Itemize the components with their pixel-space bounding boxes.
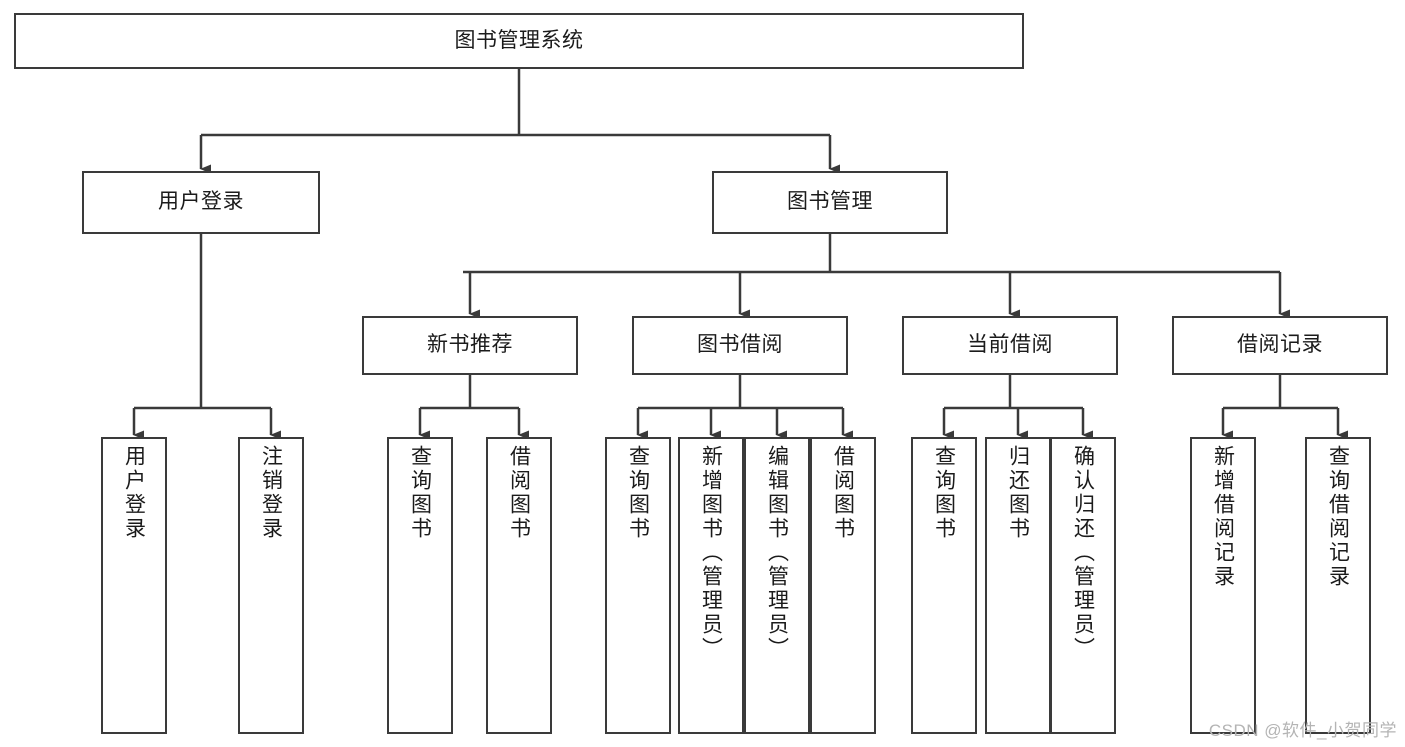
node-label: 确认归还（管理员） bbox=[1071, 445, 1095, 661]
node-label: 编辑图书（管理员） bbox=[765, 445, 789, 661]
leaf-leaf-query-book-1[interactable]: 查询图书 bbox=[387, 437, 453, 734]
leaf-leaf-add-book[interactable]: 新增图书（管理员） bbox=[678, 437, 744, 734]
node-book-borrow[interactable]: 图书借阅 bbox=[632, 316, 848, 375]
leaf-leaf-logout[interactable]: 注销登录 bbox=[238, 437, 304, 734]
node-label: 借阅记录 bbox=[1237, 333, 1323, 357]
node-current-borrow[interactable]: 当前借阅 bbox=[902, 316, 1118, 375]
node-borrow-record[interactable]: 借阅记录 bbox=[1172, 316, 1388, 375]
node-label: 查询图书 bbox=[408, 445, 432, 541]
leaf-leaf-borrow-book-1[interactable]: 借阅图书 bbox=[486, 437, 552, 734]
node-root[interactable]: 图书管理系统 bbox=[14, 13, 1024, 69]
node-label: 当前借阅 bbox=[967, 333, 1053, 357]
leaf-leaf-edit-book[interactable]: 编辑图书（管理员） bbox=[744, 437, 810, 734]
node-label: 查询图书 bbox=[932, 445, 956, 541]
leaf-leaf-user-login[interactable]: 用户登录 bbox=[101, 437, 167, 734]
node-label: 图书管理 bbox=[787, 190, 873, 214]
leaf-leaf-query-record[interactable]: 查询借阅记录 bbox=[1305, 437, 1371, 734]
leaf-leaf-query-book-3[interactable]: 查询图书 bbox=[911, 437, 977, 734]
node-label: 新增借阅记录 bbox=[1211, 445, 1235, 589]
node-new-book-rec[interactable]: 新书推荐 bbox=[362, 316, 578, 375]
node-label: 注销登录 bbox=[259, 445, 283, 541]
leaf-leaf-confirm-return[interactable]: 确认归还（管理员） bbox=[1050, 437, 1116, 734]
leaf-leaf-query-book-2[interactable]: 查询图书 bbox=[605, 437, 671, 734]
node-label: 用户登录 bbox=[122, 445, 146, 541]
node-label: 用户登录 bbox=[158, 190, 244, 214]
node-label: 图书管理系统 bbox=[454, 28, 584, 52]
leaf-leaf-return-book[interactable]: 归还图书 bbox=[985, 437, 1051, 734]
node-label: 新书推荐 bbox=[427, 333, 513, 357]
node-book-manage[interactable]: 图书管理 bbox=[712, 171, 948, 234]
node-label: 查询图书 bbox=[626, 445, 650, 541]
node-label: 借阅图书 bbox=[831, 445, 855, 541]
node-label: 查询借阅记录 bbox=[1326, 445, 1350, 589]
node-label: 借阅图书 bbox=[507, 445, 531, 541]
leaf-leaf-borrow-book-2[interactable]: 借阅图书 bbox=[810, 437, 876, 734]
node-label: 新增图书（管理员） bbox=[699, 445, 723, 661]
leaf-leaf-add-record[interactable]: 新增借阅记录 bbox=[1190, 437, 1256, 734]
watermark-text: CSDN @软件_小贺同学 bbox=[1208, 721, 1397, 740]
node-label: 归还图书 bbox=[1006, 445, 1030, 541]
node-user-login[interactable]: 用户登录 bbox=[82, 171, 320, 234]
node-label: 图书借阅 bbox=[697, 333, 783, 357]
